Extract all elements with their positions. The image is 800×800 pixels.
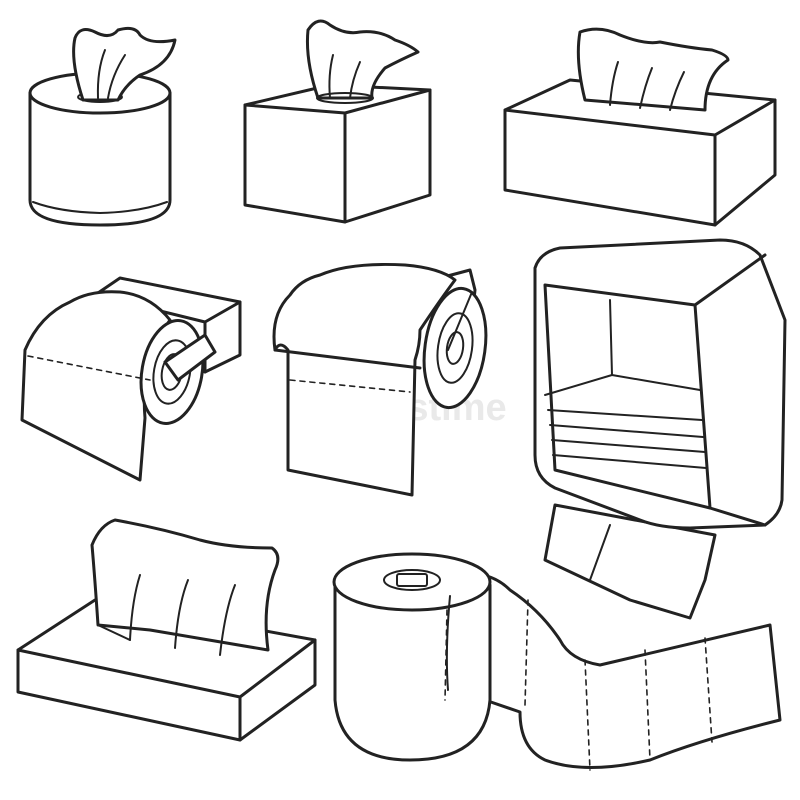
round-tissue-box-icon <box>28 26 177 227</box>
rectangular-tissue-box-icon <box>503 27 777 227</box>
wall-toilet-roll-holder-icon <box>20 276 242 482</box>
paper-towel-dispenser-icon <box>533 238 787 620</box>
toilet-roll-on-holder-icon <box>272 262 488 497</box>
unrolled-toilet-paper-icon <box>332 552 782 771</box>
cube-tissue-box-icon <box>243 19 432 224</box>
flat-tissue-box-icon <box>16 518 317 742</box>
